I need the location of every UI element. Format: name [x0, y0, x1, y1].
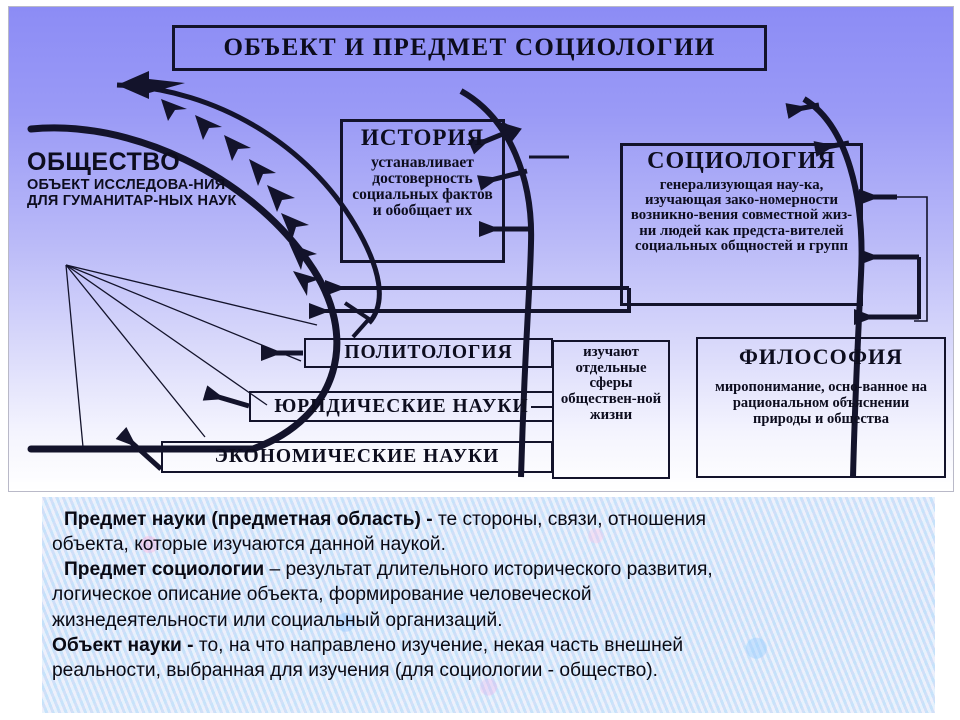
definition-subject-of-science-text: те стороны, связи, отношения [432, 509, 706, 530]
node-history: ИСТОРИЯ устанавливает достоверность соци… [340, 119, 505, 263]
node-study-spheres-body: изучают отдельные сферы обществен-ной жи… [560, 344, 662, 423]
diagram-connector-layer [27, 71, 928, 478]
definition-object-of-science-line2: реальности, выбранная для изучения (для … [52, 659, 659, 681]
society-inward-arrow [267, 185, 295, 212]
society-inward-arrow [161, 99, 187, 121]
society-inward-arrow [293, 271, 320, 296]
definition-subject-of-sociology: Предмет социологии – результат длительно… [52, 557, 921, 582]
fan-line [65, 264, 268, 406]
definition-object-of-science-text: то, на что направлено изучение, некая ча… [193, 634, 684, 656]
society-title: ОБЩЕСТВО [27, 148, 181, 176]
node-philosophy-header: ФИЛОСОФИЯ [739, 344, 903, 369]
society-inner-arc [116, 82, 382, 325]
diagram-panel: ОБЪЕКТ И ПРЕДМЕТ СОЦИОЛОГИИ ОБЩЕСТВО ОБЪ… [8, 6, 954, 492]
node-history-header: ИСТОРИЯ [361, 125, 484, 150]
society-subtitle: ОБЪЕКТ ИССЛЕДОВА-НИЯ ДЛЯ ГУМАНИТАР-НЫХ Н… [27, 177, 237, 210]
definition-subject-of-sociology-line2: логическое описание объекта, формировани… [52, 584, 592, 606]
society-inward-arrow [281, 213, 309, 240]
definition-subject-of-science-line2: объекта, которые изучаются данной наукой… [52, 534, 446, 556]
philosophy-bracket [897, 196, 928, 322]
node-sociology-body: генерализующая нау-ка, изучающая зако-но… [630, 177, 853, 254]
node-politology: ПОЛИТОЛОГИЯ [304, 338, 553, 368]
definition-subject-of-science-term: Предмет науки (предметная область) - [64, 509, 433, 530]
history-inbound-arrow-1 [467, 126, 516, 155]
node-sociology: СОЦИОЛОГИЯ генерализующая нау-ка, изучаю… [620, 143, 863, 306]
society-label-group: ОБЩЕСТВО ОБЪЕКТ ИССЛЕДОВА-НИЯ ДЛЯ ГУМАНИ… [27, 148, 242, 210]
page-title: ОБЪЕКТ И ПРЕДМЕТ СОЦИОЛОГИИ [172, 25, 767, 71]
definition-subject-of-sociology-text: – результат длительного исторического ра… [264, 559, 713, 581]
society-inward-arrow-group [161, 99, 320, 296]
society-inward-arrow [249, 159, 276, 186]
society-inward-arrow [289, 243, 317, 270]
society-outer-arc [27, 124, 341, 453]
inner-arc-end-bracket [343, 301, 373, 339]
jurid-arrow [202, 385, 250, 409]
definition-object-of-science-term: Объект науки - [52, 634, 194, 656]
society-inward-arrow [195, 115, 222, 140]
inner-arc-tail-arrow [117, 71, 185, 99]
society-inward-arrow [224, 135, 251, 161]
definition-object-of-science: Объект науки - то, на что направлено изу… [52, 633, 921, 658]
fan-line [65, 264, 318, 326]
node-juridical-sciences: ЮРИДИЧЕСКИЕ НАУКИ [249, 391, 554, 422]
fan-line [65, 264, 84, 448]
node-philosophy-body: миропонимание, осно-ванное на рациональн… [714, 379, 928, 428]
definition-subject-of-sociology-line3: жизнедеятельности или социальный организ… [52, 609, 503, 631]
node-history-body: устанавливает достоверность социальных ф… [352, 154, 493, 219]
definition-subject-of-sociology-term: Предмет социологии [64, 559, 265, 581]
node-sociology-header: СОЦИОЛОГИЯ [647, 148, 836, 174]
node-economic-sciences: ЭКОНОМИЧЕСКИЕ НАУКИ [161, 441, 553, 473]
right-arc-arrow-1 [785, 102, 820, 119]
definitions-panel: Предмет науки (предметная область) - те … [42, 497, 935, 713]
node-study-spheres: изучают отдельные сферы обществен-ной жи… [552, 340, 670, 479]
definition-subject-of-science: Предмет науки (предметная область) - те … [52, 507, 921, 532]
fan-line [65, 264, 206, 438]
econom-arrow [115, 427, 163, 471]
node-philosophy: ФИЛОСОФИЯ миропонимание, осно-ванное на … [696, 337, 946, 478]
